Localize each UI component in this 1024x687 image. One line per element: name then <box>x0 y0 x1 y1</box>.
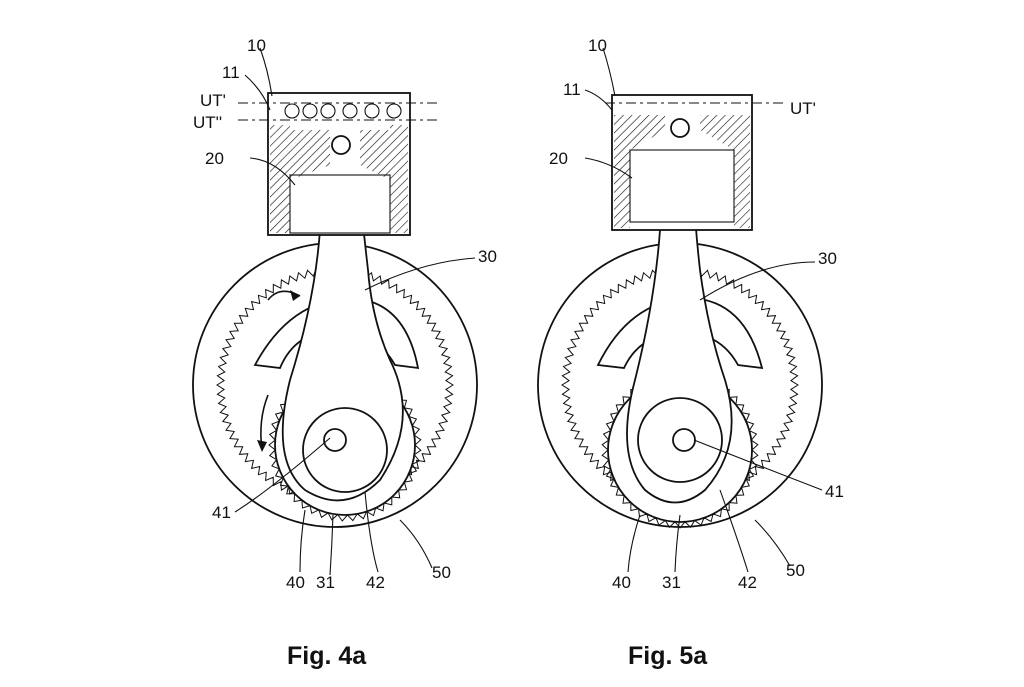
figure-4a: 10 11 UT' UT'' 20 30 41 40 31 42 50 Fig.… <box>192 36 497 670</box>
label-10: 10 <box>588 36 607 55</box>
rod-small-end <box>331 135 351 155</box>
label-42: 42 <box>366 573 385 592</box>
piston-bore <box>629 149 735 223</box>
label-50: 50 <box>786 561 805 580</box>
eccentric-42 <box>302 407 388 493</box>
caption-fig-5a: Fig. 5a <box>628 642 708 670</box>
label-50: 50 <box>432 563 451 582</box>
label-11: 11 <box>563 80 581 99</box>
label-ut-double-prime: UT'' <box>193 113 222 132</box>
arrow-lower-head <box>257 440 267 452</box>
label-41: 41 <box>825 482 844 501</box>
piston-hatch-right <box>390 125 408 233</box>
label-40: 40 <box>286 573 305 592</box>
piston-cone-hatch-2 <box>360 130 390 180</box>
piston-hatch-left <box>270 125 290 233</box>
label-ut-prime: UT' <box>200 91 226 110</box>
label-40: 40 <box>612 573 631 592</box>
connecting-rod-30 <box>281 133 404 502</box>
pin-41 <box>672 428 696 452</box>
label-11: 11 <box>222 63 240 82</box>
label-ut-prime: UT' <box>790 99 816 118</box>
piston-hatch-right <box>734 115 750 228</box>
rod-small-end <box>670 118 690 138</box>
label-30: 30 <box>818 249 837 268</box>
piston-cone-hatch <box>630 115 665 150</box>
piston-cone-hatch <box>290 130 330 180</box>
ball-row <box>284 103 402 119</box>
label-20: 20 <box>205 149 224 168</box>
label-20: 20 <box>549 149 568 168</box>
label-41: 41 <box>212 503 231 522</box>
label-31: 31 <box>316 573 335 592</box>
figure-5a: 10 11 UT' 20 30 41 40 31 42 50 Fig. 5a <box>537 36 844 670</box>
label-30: 30 <box>478 247 497 266</box>
label-42: 42 <box>738 573 757 592</box>
piston-bore <box>289 174 391 234</box>
arrow-upper-head <box>290 290 300 301</box>
caption-fig-4a: Fig. 4a <box>287 642 367 670</box>
piston-cone-hatch-2 <box>700 115 734 150</box>
pin-41 <box>323 428 347 452</box>
label-10: 10 <box>247 36 266 55</box>
label-31: 31 <box>662 573 681 592</box>
